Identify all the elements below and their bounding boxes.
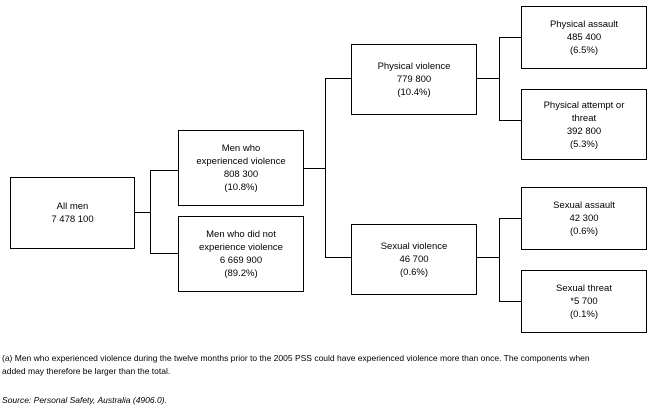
node-sexual-violence-value: 46 700: [399, 254, 429, 265]
node-physical-attempt-or-threat-value: 392 800: [566, 125, 602, 137]
node-all-men-value: 7 478 100: [51, 214, 94, 225]
footnote-a-line-1: (a) Men who experienced violence during …: [2, 353, 590, 363]
connector-to-physical-attempt: [499, 120, 521, 121]
node-physical-assault-label: Physical assault: [549, 19, 619, 30]
node-men-not-experienced-violence-percent: (89.2%): [224, 268, 258, 279]
node-physical-violence-label: Physical violence: [377, 61, 451, 72]
node-men-not-experienced-violence-label-2: experience violence: [199, 242, 283, 253]
flow-diagram: All men 7 478 100 Men who experienced vi…: [10, 6, 647, 333]
node-men-not-experienced-violence-label-1: Men who did not: [206, 229, 276, 240]
connector-to-physical-assault: [499, 37, 521, 38]
node-sexual-threat-label: Sexual threat: [556, 283, 612, 294]
node-sexual-assault-percent: (0.6%): [570, 226, 598, 237]
node-physical-attempt-or-threat-label-2: threat: [571, 112, 597, 124]
source-line: Source: Personal Safety, Australia (4906…: [2, 395, 167, 405]
node-sexual-assault-value: 42 300: [569, 213, 599, 224]
connector-level2-bracket: [325, 78, 326, 258]
node-men-experienced-violence-value: 808 300: [223, 169, 259, 180]
connector-sexual-violence-stub: [476, 257, 500, 258]
node-all-men-label: All men: [56, 201, 89, 212]
connector-physical-violence-stub: [476, 78, 500, 79]
node-men-experienced-violence-percent: (10.8%): [224, 182, 258, 193]
connector-to-men-not-experienced: [150, 253, 178, 254]
node-physical-violence-value: 779 800: [396, 74, 432, 85]
node-men-experienced-violence-label-1: Men who: [221, 143, 261, 154]
node-sexual-threat[interactable]: Sexual threat *5 700 (0.1%): [521, 270, 647, 333]
connector-to-physical-violence: [325, 78, 351, 79]
connector-to-sexual-violence: [325, 257, 351, 258]
connector-to-sexual-assault: [499, 218, 521, 219]
node-physical-attempt-or-threat-label-1: Physical attempt or: [543, 99, 625, 111]
connector-physical-bracket: [499, 37, 500, 121]
node-physical-assault-percent: (6.5%): [570, 45, 598, 56]
footnote-block: (a) Men who experienced violence during …: [2, 352, 657, 377]
node-physical-attempt-or-threat-percent: (5.3%): [570, 138, 598, 150]
node-physical-assault[interactable]: Physical assault 485 400 (6.5%): [521, 6, 647, 69]
node-sexual-assault-label: Sexual assault: [553, 200, 615, 211]
node-men-not-experienced-violence-value: 6 669 900: [219, 255, 263, 266]
node-sexual-violence-percent: (0.6%): [400, 267, 428, 278]
node-sexual-threat-percent: (0.1%): [570, 309, 598, 320]
node-physical-violence-percent: (10.4%): [397, 87, 431, 98]
node-all-men[interactable]: All men 7 478 100: [10, 177, 135, 249]
node-physical-attempt-or-threat[interactable]: Physical attempt or threat 392 800 (5.3%…: [521, 89, 647, 160]
connector-to-men-experienced: [150, 170, 178, 171]
node-sexual-violence[interactable]: Sexual violence 46 700 (0.6%): [351, 224, 477, 295]
footnote-a-line-2: added may therefore be larger than the t…: [2, 365, 171, 376]
connector-men-experienced-stub: [303, 168, 326, 169]
connector-all-men-stub: [134, 212, 151, 213]
connector-level1-bracket: [150, 170, 151, 254]
node-sexual-violence-label: Sexual violence: [380, 241, 448, 252]
node-physical-violence[interactable]: Physical violence 779 800 (10.4%): [351, 44, 477, 115]
node-sexual-threat-value: *5 700: [570, 296, 598, 307]
node-men-experienced-violence[interactable]: Men who experienced violence 808 300 (10…: [178, 130, 304, 206]
connector-to-sexual-threat: [499, 301, 521, 302]
node-men-experienced-violence-label-2: experienced violence: [196, 156, 286, 167]
node-physical-assault-value: 485 400: [566, 32, 602, 43]
node-men-not-experienced-violence[interactable]: Men who did not experience violence 6 66…: [178, 216, 304, 292]
connector-sexual-bracket: [499, 218, 500, 302]
node-sexual-assault[interactable]: Sexual assault 42 300 (0.6%): [521, 187, 647, 250]
